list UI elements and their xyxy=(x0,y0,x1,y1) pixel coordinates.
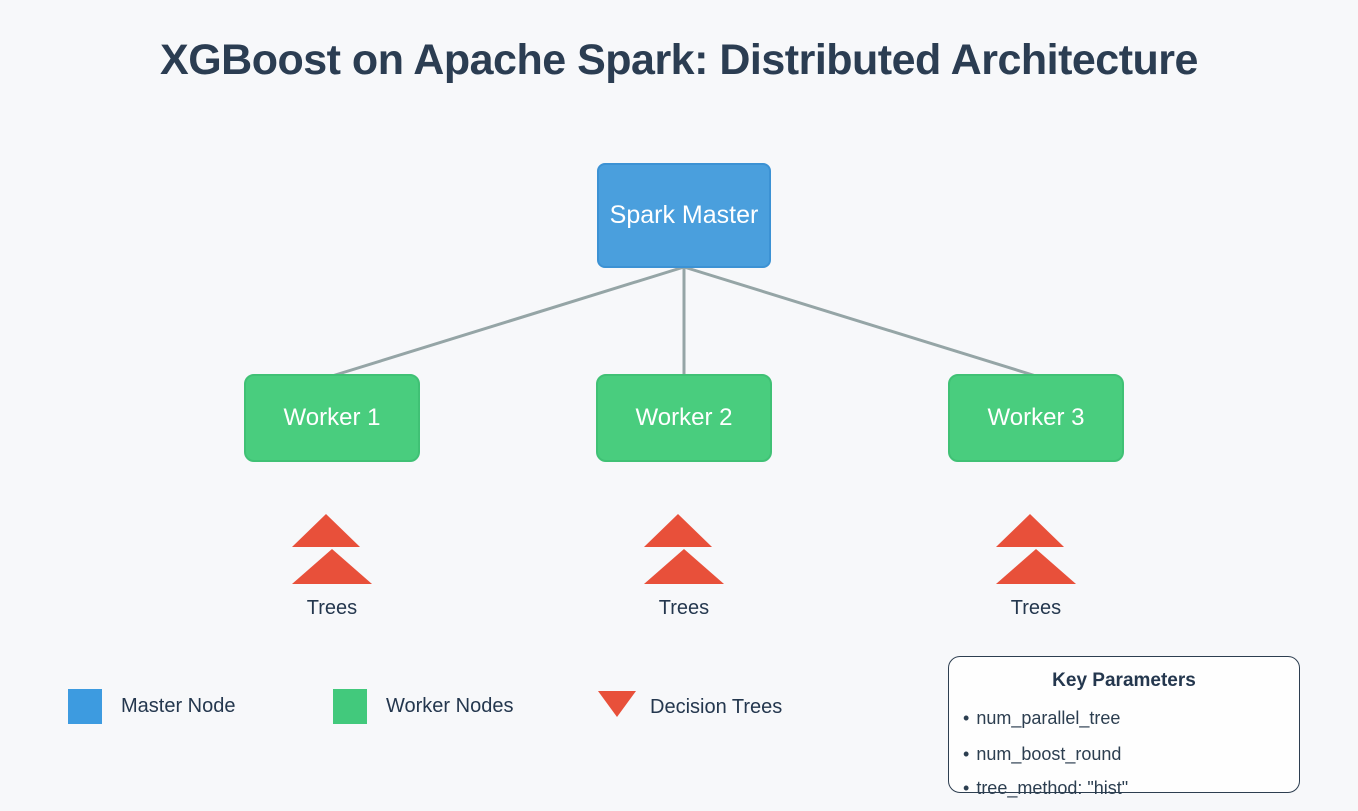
legend-label: Master Node xyxy=(121,695,236,717)
worker-node-3: Worker 3 xyxy=(948,374,1124,462)
key-parameter-item: • tree_method: "hist" xyxy=(963,778,1128,799)
master-node-label: Spark Master xyxy=(609,201,759,229)
tree-triangle-top xyxy=(996,514,1064,547)
worker-node-1: Worker 1 xyxy=(244,374,420,462)
trees-group-worker3: Trees xyxy=(996,514,1076,620)
key-parameters-title: Key Parameters xyxy=(1052,670,1196,691)
legend-label: Decision Trees xyxy=(650,696,783,718)
worker-nodes-swatch xyxy=(333,689,367,724)
worker-node-2: Worker 2 xyxy=(596,374,772,462)
tree-triangle-bottom xyxy=(644,549,724,584)
key-parameter-item: • num_boost_round xyxy=(963,744,1121,765)
tree-icon xyxy=(292,514,372,584)
legend-item-master-node: Master Node xyxy=(68,689,236,724)
key-parameter-text: num_boost_round xyxy=(976,744,1122,764)
tree-icon xyxy=(644,514,724,584)
worker-node-1-label: Worker 1 xyxy=(283,404,381,431)
legend-item-worker-nodes: Worker Nodes xyxy=(333,689,513,724)
key-parameter-text: num_parallel_tree xyxy=(976,708,1121,728)
trees-group-worker1: Trees xyxy=(292,514,372,620)
tree-icon xyxy=(996,514,1076,584)
worker-node-3-label: Worker 3 xyxy=(987,404,1085,431)
tree-triangle-top xyxy=(644,514,712,547)
trees-label: Trees xyxy=(658,597,710,619)
tree-triangle-top xyxy=(292,514,360,547)
key-parameter-text: tree_method: "hist" xyxy=(976,778,1129,798)
master-node: Spark Master xyxy=(597,163,771,268)
trees-label: Trees xyxy=(1010,597,1062,619)
trees-group-worker2: Trees xyxy=(644,514,724,620)
master-node-swatch xyxy=(68,689,102,724)
bullet-glyph: • xyxy=(963,708,970,728)
connector-master-worker3 xyxy=(683,265,1037,378)
connector-master-worker1 xyxy=(331,265,685,378)
tree-triangle-bottom xyxy=(292,549,372,584)
bullet-glyph: • xyxy=(963,744,970,764)
key-parameter-item: • num_parallel_tree xyxy=(963,708,1120,729)
key-parameters-panel: Key Parameters • num_parallel_tree • num_b… xyxy=(948,656,1300,798)
decision-trees-swatch xyxy=(598,691,636,717)
worker-node-2-label: Worker 2 xyxy=(635,404,733,431)
trees-label: Trees xyxy=(306,597,358,619)
bullet-glyph: • xyxy=(963,778,970,798)
legend-label: Worker Nodes xyxy=(386,695,514,717)
diagram-title: XGBoost on Apache Spark: Distributed Arc… xyxy=(160,36,1198,84)
legend-item-decision-trees: Decision Trees xyxy=(598,689,782,726)
tree-triangle-bottom xyxy=(996,549,1076,584)
